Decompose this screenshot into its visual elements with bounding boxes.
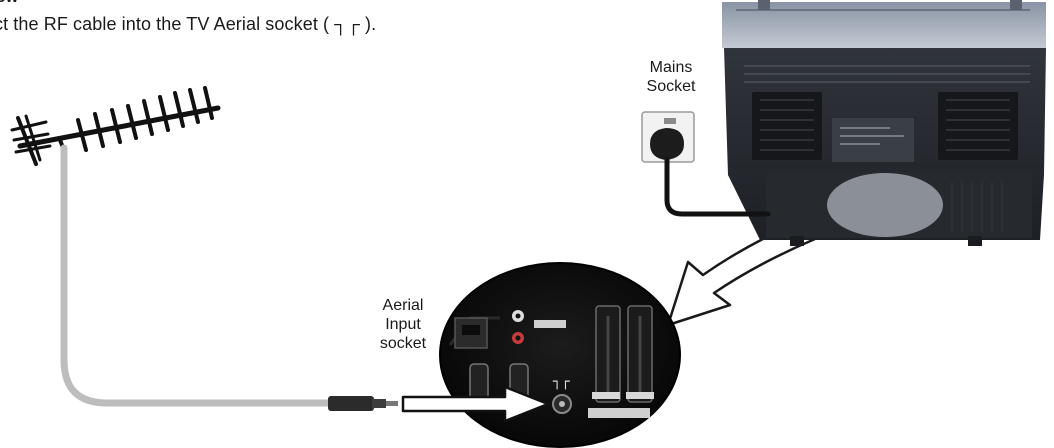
rf-plug <box>328 396 398 411</box>
mains-lead <box>664 157 771 217</box>
tv-connector-area <box>827 173 943 237</box>
mains-label-line1: Mains <box>649 59 693 76</box>
rf-cable <box>60 144 334 407</box>
mains-socket-label: Mains Socket <box>630 58 712 96</box>
aerial-label-line2: Input <box>385 316 421 333</box>
aerial-label-line1: Aerial <box>382 297 424 314</box>
tv-aerial-antenna-icon <box>10 86 221 166</box>
section-heading-fragment: ow <box>0 0 18 7</box>
aerial-label-line3: socket <box>379 335 427 352</box>
aerial-socket-symbol: ┐┌ <box>553 374 570 390</box>
insert-direction-arrow <box>401 385 550 423</box>
mains-label-line2: Socket <box>646 78 696 95</box>
magnified-connector-panel: ┐┌ <box>439 262 681 448</box>
instruction-text: ct the RF cable into the TV Aerial socke… <box>0 14 377 34</box>
tv-rear <box>722 0 1046 246</box>
mains-wall-socket <box>641 111 695 163</box>
aerial-input-socket-label: Aerial Input socket <box>362 296 444 353</box>
